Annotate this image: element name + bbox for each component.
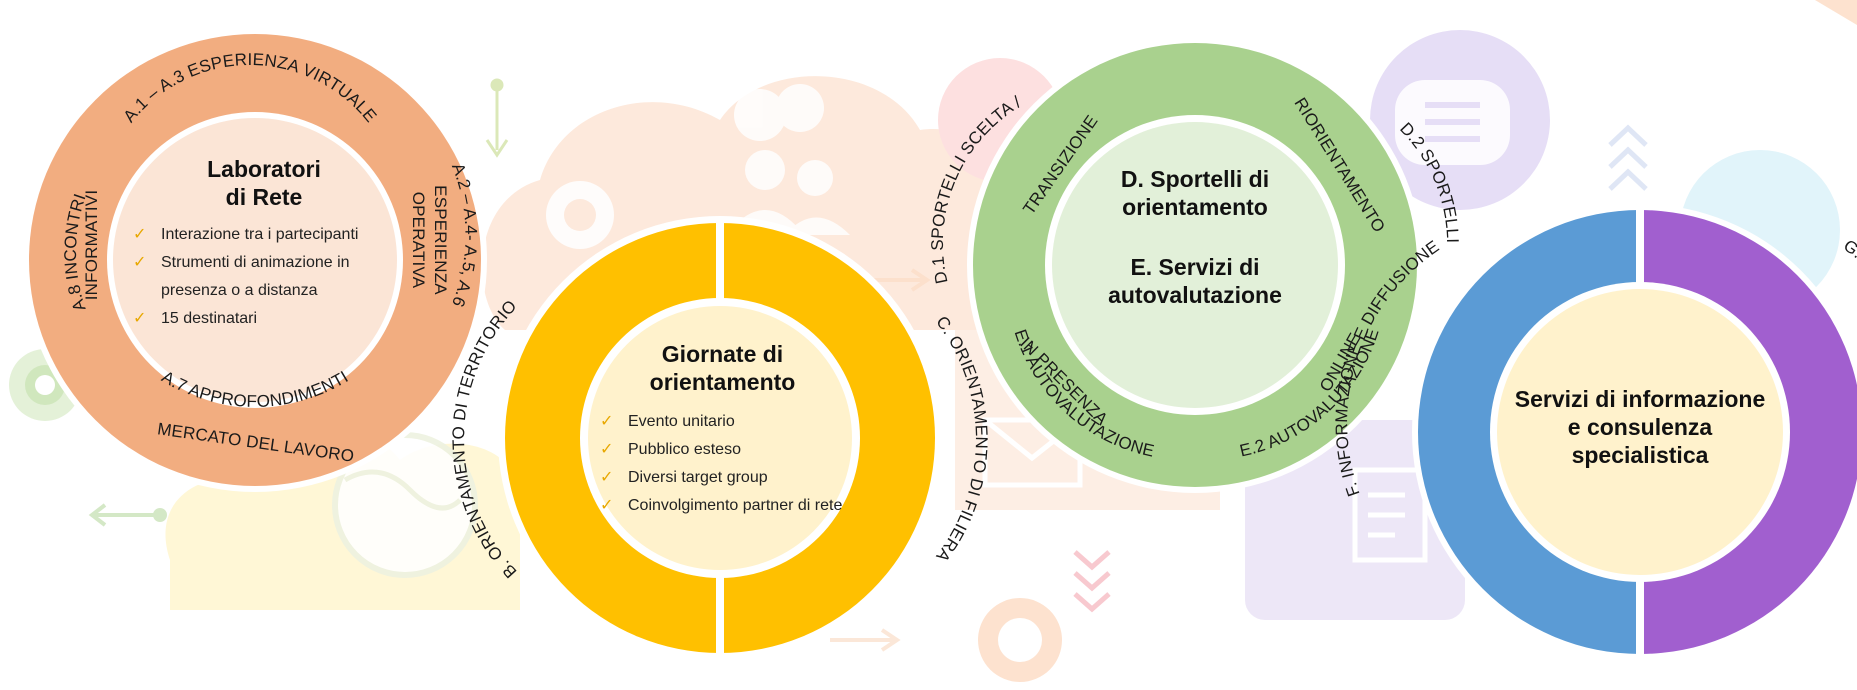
arrow-left-icon [88,503,167,527]
circle-fg: F. INFORMAZIONE E DIFFUSIONE G. CONSULEN… [1332,204,1857,660]
check-list-item: ✓ Pubblico esteso [600,436,845,464]
arrow-down-icon [485,78,509,158]
checkmark-icon: ✓ [133,310,147,327]
arrow-right-icon [830,628,901,652]
chevrons-down-icon [1073,550,1111,613]
check-list-item: ✓ Interazione tra i partecipanti [133,221,395,249]
circle-fg-title: Servizi di informazione e consulenza spe… [1514,386,1766,468]
check-list-item-text: Coinvolgimento partner di rete [628,497,843,514]
check-list-item: ✓ Diversi target group [600,464,845,492]
chat-lines [1425,102,1480,142]
checkmark-icon: ✓ [133,254,147,271]
checkmark-icon: ✓ [133,226,147,243]
ring-label-a-left-2: INFORMATIVI [82,190,101,301]
chevrons-up-icon [1608,124,1648,191]
check-list-item-text: 15 destinatari [161,310,258,327]
circle-bc-content: Giornate di orientamento ✓ Evento unitari… [600,340,845,520]
checkmark-icon: ✓ [600,441,614,458]
circle-de-title-d: D. Sportelli di orientamento [1120,166,1270,220]
check-list-item-text: Evento unitario [628,413,735,430]
corner-mark [1815,0,1857,25]
checkmark-icon: ✓ [600,469,614,486]
check-list-item-text: Strumenti di animazione in presenza o a … [161,254,350,299]
circle-a-title: Laboratori di Rete [207,156,321,210]
circle-de-title-e: E. Servizi di autovalutazione [1108,254,1282,308]
circle-bc-title: Giornate di orientamento [649,341,796,395]
circle-bc: B. ORIENTAMENTO DI TERRITORIO C. ORIENTA… [449,216,991,660]
check-list-item-text: Interazione tra i partecipanti [161,226,359,243]
check-list-item-text: Diversi target group [628,469,768,486]
ring-label-a-right-2: ESPERIENZA [431,185,450,295]
checkmark-icon: ✓ [600,413,614,430]
ring-label-a-right-3: OPERATIVA [409,192,428,289]
gear-icon [546,181,614,249]
check-list-item: ✓ Evento unitario [600,408,845,436]
circle-a: A.1 – A.3 ESPERIENZA VIRTUALE A.2 – A.4-… [23,28,487,492]
circle-a-content: Laboratori di Rete ✓ Interazione tra i pa… [133,155,395,333]
circle-fg-content: Servizi di informazione e consulenza spe… [1510,385,1770,469]
circle-a-center [113,118,397,402]
circle-a-list: ✓ Interazione tra i partecipanti ✓ Strument… [133,221,395,333]
circle-fg-center [1497,289,1783,575]
check-list-item: ✓ Strumenti di animazione in presenza o a… [133,249,395,305]
circle-bc-center [588,306,852,570]
check-list-item-text: Pubblico esteso [628,441,741,458]
checkmark-icon: ✓ [600,497,614,514]
check-list-item: ✓ 15 destinatari [133,305,395,333]
gear-icon [978,598,1062,682]
circle-de-content: D. Sportelli di orientamento E. Servizi … [1075,165,1315,309]
circle-de-center [1052,122,1338,408]
circle-bc-list: ✓ Evento unitario ✓ Pubblico esteso ✓ Diversi… [600,408,845,520]
notepad-icon [1352,467,1428,563]
check-list-item: ✓ Coinvolgimento partner di rete [600,492,845,520]
